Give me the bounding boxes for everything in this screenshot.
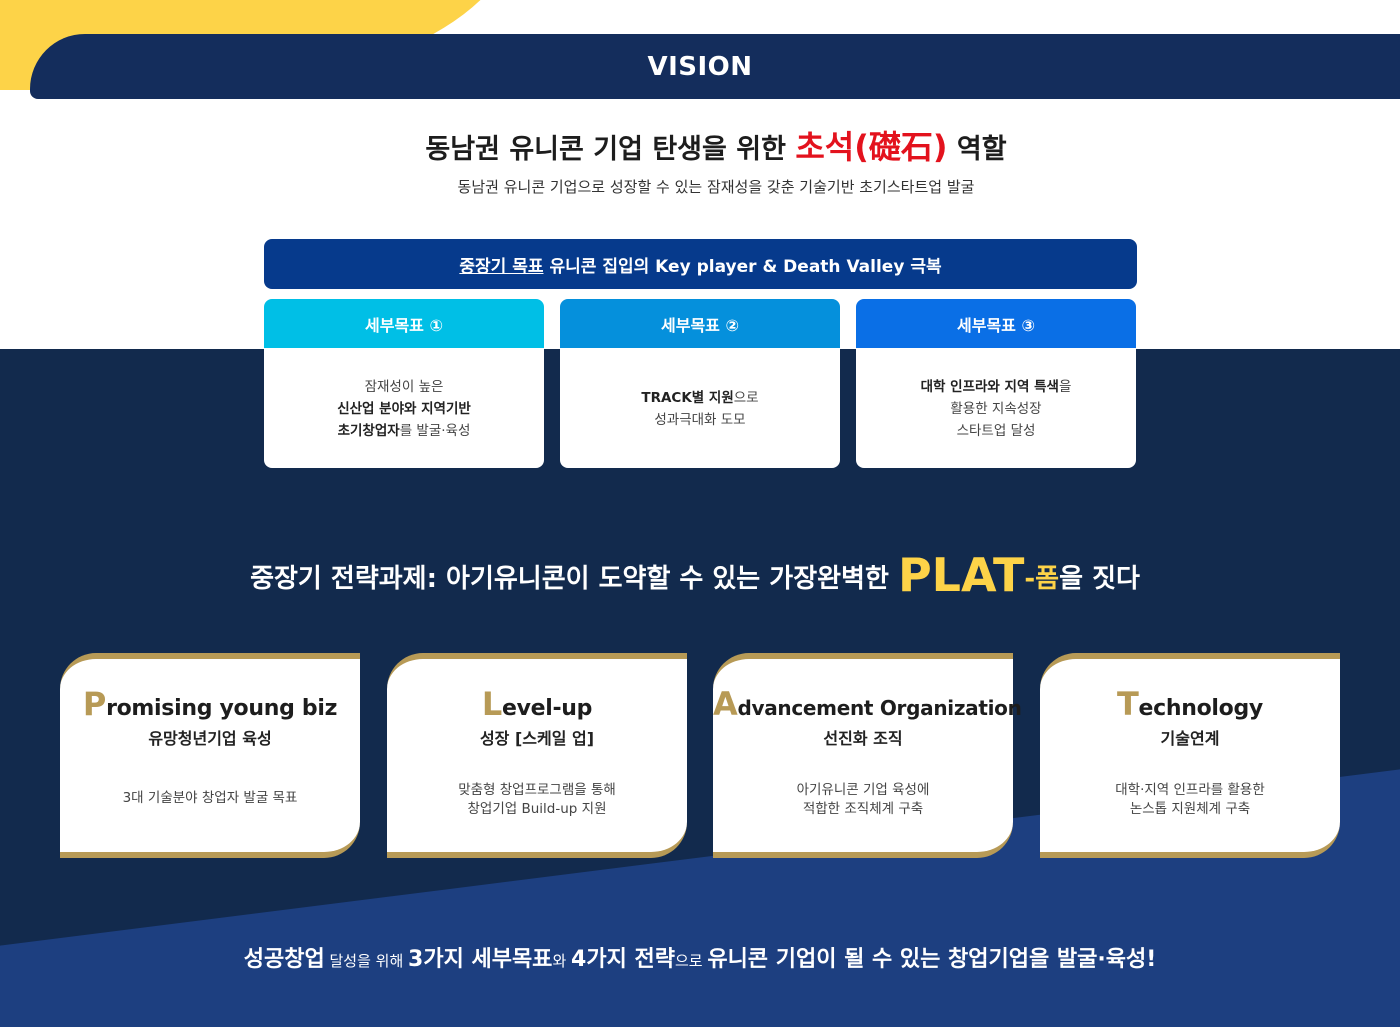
sub-goal-line: 초기창업자를 발굴·육성	[337, 422, 471, 439]
sub-goal-line: 스타트업 달성	[956, 422, 1036, 439]
sub-goal-line: TRACK별 지원으로	[641, 389, 759, 406]
strategy-pom: -폼	[1024, 564, 1060, 594]
page-title: 동남권 유니콘 기업 탄생을 위한 초석(礎石) 역할	[0, 122, 1400, 168]
plat-card-korean-title: 유망청년기업 육성	[148, 729, 272, 748]
vision-label: VISION	[647, 51, 753, 82]
title-suffix: 역할	[947, 134, 1007, 165]
sub-goal-title-1: 세부목표 ①	[264, 299, 544, 348]
sub-goal-line: 신산업 분야와 지역기반	[337, 400, 471, 417]
goal-label: 중장기 목표	[459, 256, 544, 277]
sub-goal-line: 성과극대화 도모	[654, 411, 746, 428]
page-subtitle: 동남권 유니콘 기업으로 성장할 수 있는 잠재성을 갖춘 기술기반 초기스타트…	[457, 178, 975, 196]
sub-goal-title-2: 세부목표 ②	[560, 299, 840, 348]
strategy-prefix: 중장기 전략과제: 아기유니콘이 도약할 수 있는 가장완벽한	[250, 564, 898, 594]
plat-card-p: Promising young biz 유망청년기업 육성 3대 기술분야 창업자 …	[60, 653, 360, 858]
plat-card-english-title: Advancement Organization	[713, 685, 1022, 723]
plat-card-description: 3대 기술분야 창업자 발굴 목표	[122, 790, 298, 806]
sub-goal-line: 활용한 지속성장	[950, 400, 1042, 417]
plat-card-english-title: Promising young biz	[82, 685, 338, 723]
plat-card-english-title: Technology	[1117, 685, 1263, 723]
bottom-summary: 성공창업 달성을 위해 3가지 세부목표와 4가지 전략으로 유니콘 기업이 될…	[243, 947, 1157, 972]
vision-banner: VISION	[30, 34, 1400, 99]
plat-card-korean-title: 선진화 조직	[823, 729, 903, 748]
sub-goal-line: 대학 인프라와 지역 특색을	[920, 378, 1072, 395]
strategy-plat: PLAT	[897, 548, 1025, 602]
title-prefix: 동남권 유니콘 기업 탄생을 위한	[425, 134, 796, 165]
plat-card-korean-title: 성장 [스케일 업]	[479, 729, 595, 748]
sub-goal-title-3: 세부목표 ③	[856, 299, 1136, 348]
plat-card-english-title: Level-up	[481, 685, 593, 723]
strategy-title: 중장기 전략과제: 아기유니콘이 도약할 수 있는 가장완벽한 PLAT-폼을 …	[0, 548, 1390, 602]
goal-text: 유니콘 집입의 Key player & Death Valley 극복	[549, 256, 942, 277]
title-highlight: 초석(礎石)	[795, 128, 948, 166]
strategy-suffix: 을 짓다	[1059, 564, 1140, 594]
sub-goal-line: 잠재성이 높은	[364, 378, 444, 395]
plat-card-korean-title: 기술연계	[1160, 729, 1220, 748]
